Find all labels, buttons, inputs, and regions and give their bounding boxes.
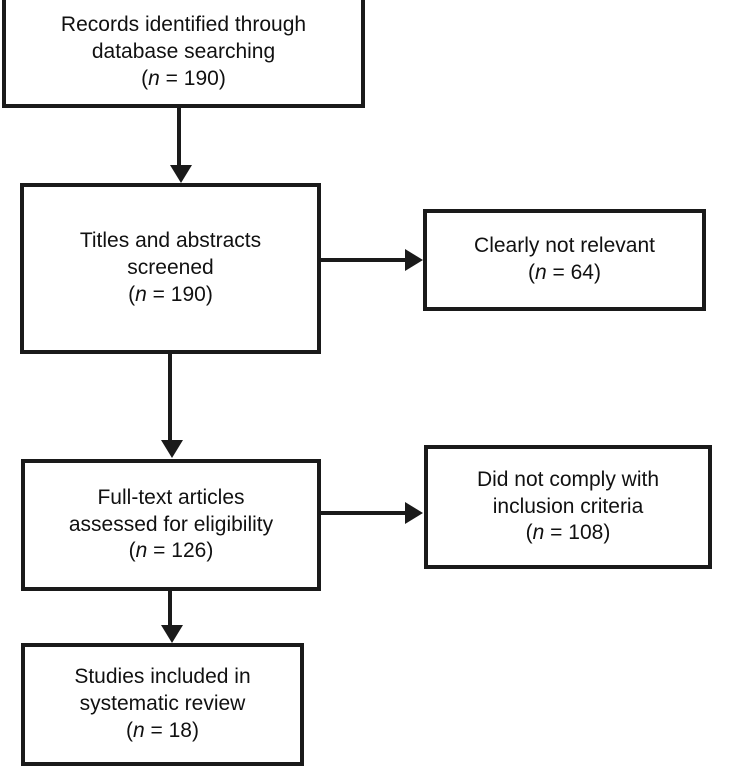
count-value: 64 <box>570 261 594 284</box>
connector-screened-to-not-relevant-line <box>321 258 407 262</box>
studies-included-line-1: Studies included in <box>74 665 251 689</box>
connector-screened-to-fulltext-line <box>168 354 172 442</box>
records-identified-line-1: Records identified through <box>60 13 307 36</box>
clearly-not-relevant-line-1: Clearly not relevant <box>474 234 655 258</box>
clearly-not-relevant-box: Clearly not relevant (n = 64) <box>423 209 706 311</box>
count-value: 190 <box>183 66 219 90</box>
n-symbol: n <box>148 66 160 90</box>
count-value: 18 <box>168 718 192 742</box>
n-symbol: n <box>535 261 547 284</box>
records-identified-line-2: database searching <box>91 39 276 63</box>
n-symbol: n <box>532 521 545 545</box>
studies-included-count: (n = 18) <box>126 718 199 742</box>
connector-fulltext-to-included-line <box>168 591 172 627</box>
arrow-right-icon <box>405 502 423 524</box>
n-symbol: n <box>135 539 148 563</box>
arrow-down-icon <box>161 440 183 458</box>
full-text-line-1: Full-text articles <box>97 485 245 509</box>
titles-abstracts-line-2: screened <box>127 256 214 280</box>
count-value: 108 <box>568 521 604 545</box>
titles-abstracts-screened-box: Titles and abstracts screened (n = 190) <box>20 183 321 354</box>
records-identified-count: (n = 190) <box>141 66 226 90</box>
full-text-count: (n = 126) <box>128 539 214 563</box>
count-value: 126 <box>171 539 207 563</box>
did-not-comply-line-2: inclusion criteria <box>492 494 644 518</box>
clearly-not-relevant-count: (n = 64) <box>528 261 601 284</box>
did-not-comply-box: Did not comply with inclusion criteria (… <box>424 445 712 569</box>
full-text-assessed-box: Full-text articles assessed for eligibil… <box>21 459 321 591</box>
arrow-down-icon <box>170 165 192 183</box>
connector-fulltext-to-not-comply-line <box>321 511 407 515</box>
n-symbol: n <box>135 282 147 306</box>
studies-included-line-2: systematic review <box>79 692 246 716</box>
titles-abstracts-line-1: Titles and abstracts <box>79 229 262 253</box>
studies-included-box: Studies included in systematic review (n… <box>21 643 304 766</box>
full-text-line-2: assessed for eligibility <box>68 512 274 536</box>
did-not-comply-line-1: Did not comply with <box>476 467 660 491</box>
records-identified-box: Records identified through database sear… <box>2 0 365 108</box>
count-value: 190 <box>170 282 206 306</box>
titles-abstracts-count: (n = 190) <box>128 282 213 306</box>
connector-identified-to-screened-line <box>177 107 181 169</box>
n-symbol: n <box>133 718 145 742</box>
did-not-comply-count: (n = 108) <box>525 521 611 545</box>
arrow-right-icon <box>405 249 423 271</box>
arrow-down-icon <box>161 625 183 643</box>
